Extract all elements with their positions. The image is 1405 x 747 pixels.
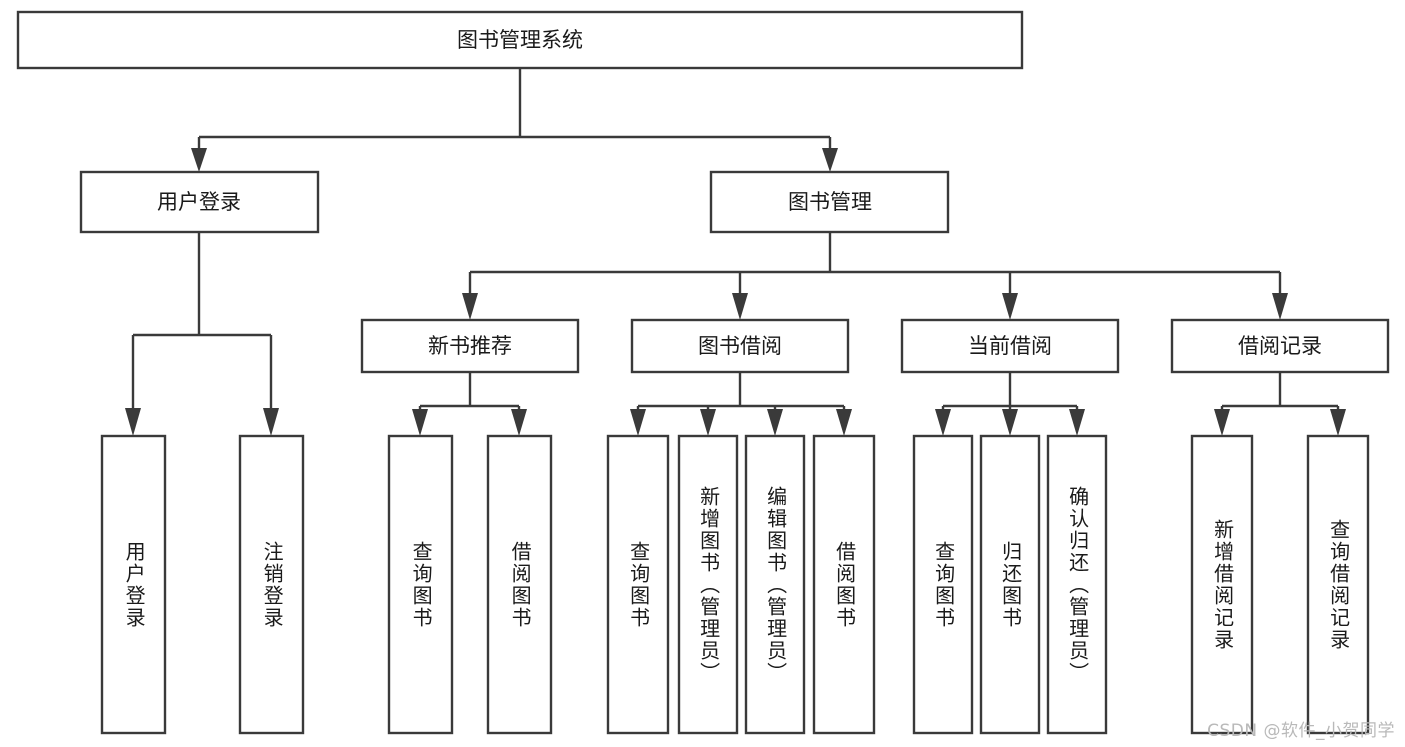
node-book-manage-label: 图书管理 [788,190,872,214]
node-current-borrow[interactable]: 当前借阅 [900,318,1120,374]
node-leaf-user-login-rect[interactable] [100,434,167,735]
arrow-head-leaf-logout-login [263,408,279,436]
node-book-manage-rect[interactable] [709,170,950,234]
arrow-head-leaf-add-book [700,409,716,436]
arrow-head-borrow-record [1272,293,1288,320]
node-leaf-add-book-rect[interactable] [677,434,739,735]
node-leaf-confirm-return-rect[interactable] [1046,434,1108,735]
node-user-login-label: 用户登录 [157,190,241,214]
node-leaf-query-book-3-rect[interactable] [912,434,974,735]
connector-layer [125,68,1346,436]
node-current-borrow-rect[interactable] [900,318,1120,374]
arrow-head-leaf-query-record [1330,409,1346,436]
node-new-book-rec-rect[interactable] [360,318,580,374]
arrow-head-leaf-return-book [1002,409,1018,436]
node-root-rect[interactable] [16,10,1024,70]
arrow-head-leaf-borrow-book-2 [836,409,852,436]
arrow-head-leaf-query-book-3 [935,409,951,436]
arrow-head-leaf-add-record [1214,409,1230,436]
node-leaf-logout-login-rect[interactable] [238,434,305,735]
node-leaf-return-book-rect[interactable] [979,434,1041,735]
node-leaf-query-book-1-rect[interactable] [387,434,454,735]
node-new-book-rec-label: 新书推荐 [428,334,512,358]
arrow-head-current-borrow [1002,293,1018,320]
node-leaf-query-book-2-rect[interactable] [606,434,670,735]
node-book-manage[interactable]: 图书管理 [709,170,950,234]
arrow-head-leaf-confirm-return [1069,409,1085,436]
node-borrow-record-label: 借阅记录 [1238,334,1322,358]
arrow-head-user-login [191,148,207,172]
node-borrow-record[interactable]: 借阅记录 [1170,318,1390,374]
watermark-text: CSDN @软件_小贺同学 [1207,721,1395,741]
arrow-head-book-borrow [732,293,748,320]
arrow-head-book-manage [822,148,838,172]
arrow-head-leaf-edit-book [767,409,783,436]
node-book-borrow-rect[interactable] [630,318,850,374]
node-root-label: 图书管理系统 [457,28,583,52]
arrow-head-leaf-query-book-2 [630,409,646,436]
node-leaf-borrow-book-1-rect[interactable] [486,434,553,735]
node-layer: 图书管理系统 用户登录 图书管理 新书推荐 图书借阅 [16,10,1390,735]
node-user-login[interactable]: 用户登录 [79,170,320,234]
arrow-head-leaf-query-book-1 [412,409,428,436]
node-root[interactable]: 图书管理系统 [16,10,1024,70]
node-new-book-rec[interactable]: 新书推荐 [360,318,580,374]
arrow-head-leaf-user-login [125,408,141,436]
node-book-borrow[interactable]: 图书借阅 [630,318,850,374]
node-borrow-record-rect[interactable] [1170,318,1390,374]
node-leaf-query-record-rect[interactable] [1306,434,1370,735]
arrow-head-new-book-rec [462,293,478,320]
node-leaf-borrow-book-2-rect[interactable] [812,434,876,735]
node-leaf-edit-book-rect[interactable] [744,434,806,735]
node-current-borrow-label: 当前借阅 [968,334,1052,358]
node-leaf-add-record-rect[interactable] [1190,434,1254,735]
node-book-borrow-label: 图书借阅 [698,334,782,358]
node-user-login-rect[interactable] [79,170,320,234]
arrow-head-leaf-borrow-book-1 [511,409,527,436]
